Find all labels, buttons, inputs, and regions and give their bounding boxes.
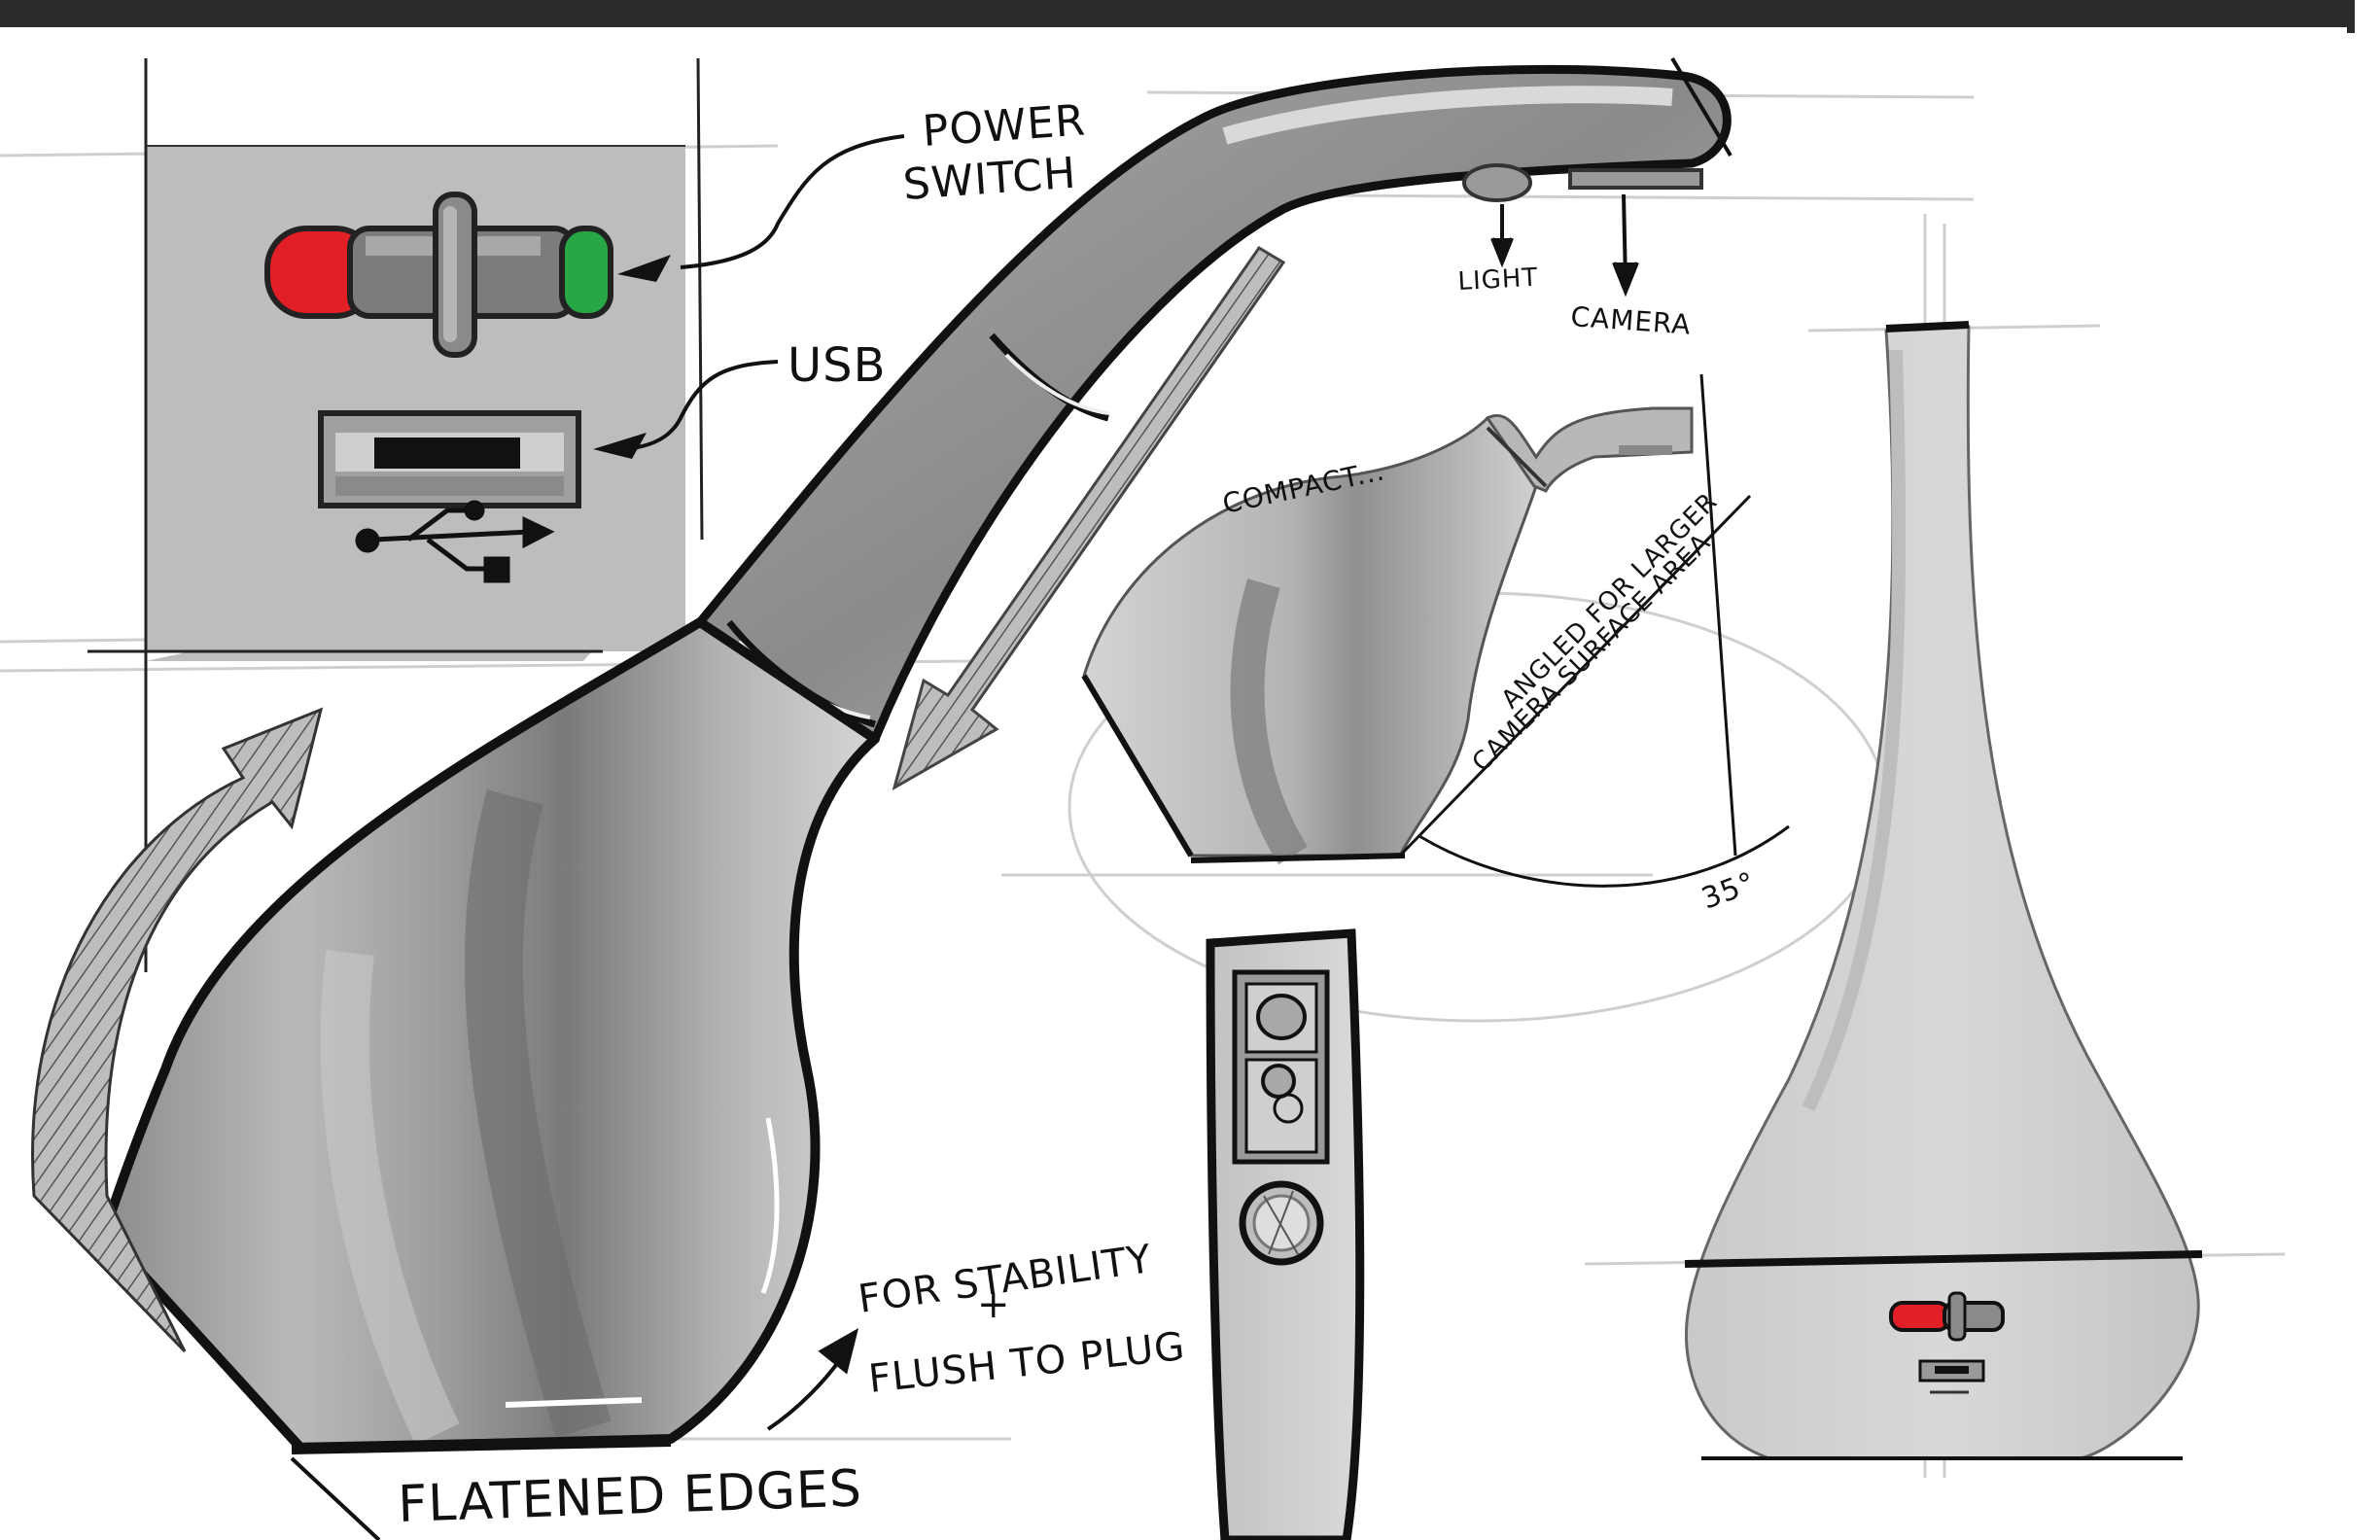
detail-panel xyxy=(88,57,704,972)
label-flattened-edges: FLATENED EDGES xyxy=(397,1459,862,1534)
head-light xyxy=(1462,163,1532,202)
label-power-switch-line2: SWITCH xyxy=(901,149,1078,210)
remote-button-middle xyxy=(1261,1064,1296,1099)
front-view xyxy=(1684,321,2203,1460)
front-seam xyxy=(1684,1250,2203,1268)
remote-button-top xyxy=(1256,994,1307,1040)
label-light: LIGHT xyxy=(1457,263,1539,297)
top-border-bar xyxy=(0,0,2353,27)
label-stability-plus: + xyxy=(977,1282,1011,1327)
main-neck xyxy=(695,64,1732,744)
front-switch-knob xyxy=(1947,1291,1967,1342)
remote-view xyxy=(1206,928,1365,1540)
main-product-view xyxy=(97,64,1732,1454)
label-usb: USB xyxy=(788,338,887,393)
leader-lines xyxy=(290,56,1732,1540)
label-camera: CAMERA xyxy=(1570,300,1693,341)
label-angle-value: 35° xyxy=(1698,865,1761,916)
usb-symbol-icon xyxy=(355,500,555,583)
front-switch-red xyxy=(1889,1301,1951,1332)
label-angled-line1: ANGLED FOR LARGER xyxy=(1496,487,1724,715)
compact-collar xyxy=(1486,426,1548,488)
usb-port-detail xyxy=(318,410,581,508)
switch-on-segment xyxy=(559,226,613,319)
usb-slot-opening xyxy=(374,438,520,469)
label-power-switch-line1: POWER xyxy=(921,95,1087,157)
power-switch-detail xyxy=(264,192,613,358)
compact-side-view xyxy=(1081,373,1790,888)
label-stability-line2: FLUSH TO PLUG xyxy=(866,1324,1187,1402)
direction-arrow-icon xyxy=(892,245,1286,791)
angle-arc xyxy=(1418,824,1790,888)
top-right-tick xyxy=(2347,0,2355,33)
rotation-arrow-icon xyxy=(31,707,324,1353)
head-camera xyxy=(1568,168,1703,190)
front-body xyxy=(1684,325,2200,1460)
